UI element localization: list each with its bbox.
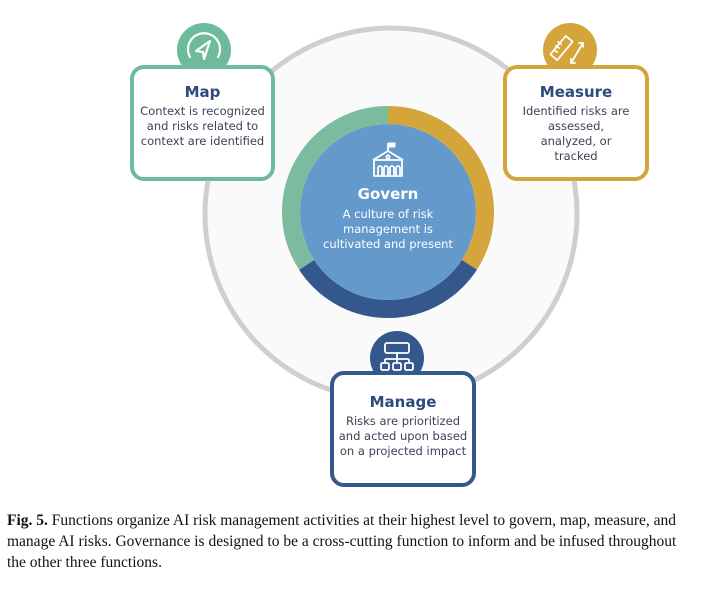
figure-caption-text: Functions organize AI risk management ac… (7, 512, 677, 571)
manage-description: Risks are prioritized and acted upon bas… (338, 414, 468, 458)
figure-label: Fig. 5. (7, 512, 48, 529)
manage-function-box: Manage Risks are prioritized and acted u… (330, 371, 476, 487)
map-description: Context is recognized and risks related … (140, 104, 265, 148)
govern-ring-segment-manage (299, 259, 477, 318)
diagram-graphics (177, 23, 597, 403)
manage-title: Manage (369, 393, 437, 411)
hierarchy-org-chart-icon (380, 342, 414, 371)
measure-description: Identified risks are assessed, analyzed,… (522, 104, 630, 163)
measure-function-box: Measure Identified risks are assessed, a… (503, 65, 649, 181)
ai-rmf-functions-diagram: Map Context is recognized and risks rela… (130, 23, 649, 487)
govern-ring-segment-map (282, 106, 389, 270)
measure-icon-badge (543, 23, 597, 77)
map-icon-badge (177, 23, 231, 77)
map-title: Map (184, 83, 221, 101)
navigation-arrow-icon (186, 32, 222, 61)
govern-description: A culture of risk management is cultivat… (323, 207, 453, 251)
govern-ring (282, 106, 494, 318)
govern-title: Govern (357, 185, 419, 203)
measure-title: Measure (539, 83, 613, 101)
govern-circle (300, 124, 476, 300)
school-building-icon (372, 142, 404, 177)
govern-content: Govern A culture of risk management is c… (300, 185, 476, 252)
govern-ring-segment-measure (387, 106, 494, 270)
ruler-measure-icon (549, 35, 584, 64)
figure-caption: Fig. 5. Functions organize AI risk manag… (7, 510, 697, 573)
map-function-box: Map Context is recognized and risks rela… (130, 65, 275, 181)
